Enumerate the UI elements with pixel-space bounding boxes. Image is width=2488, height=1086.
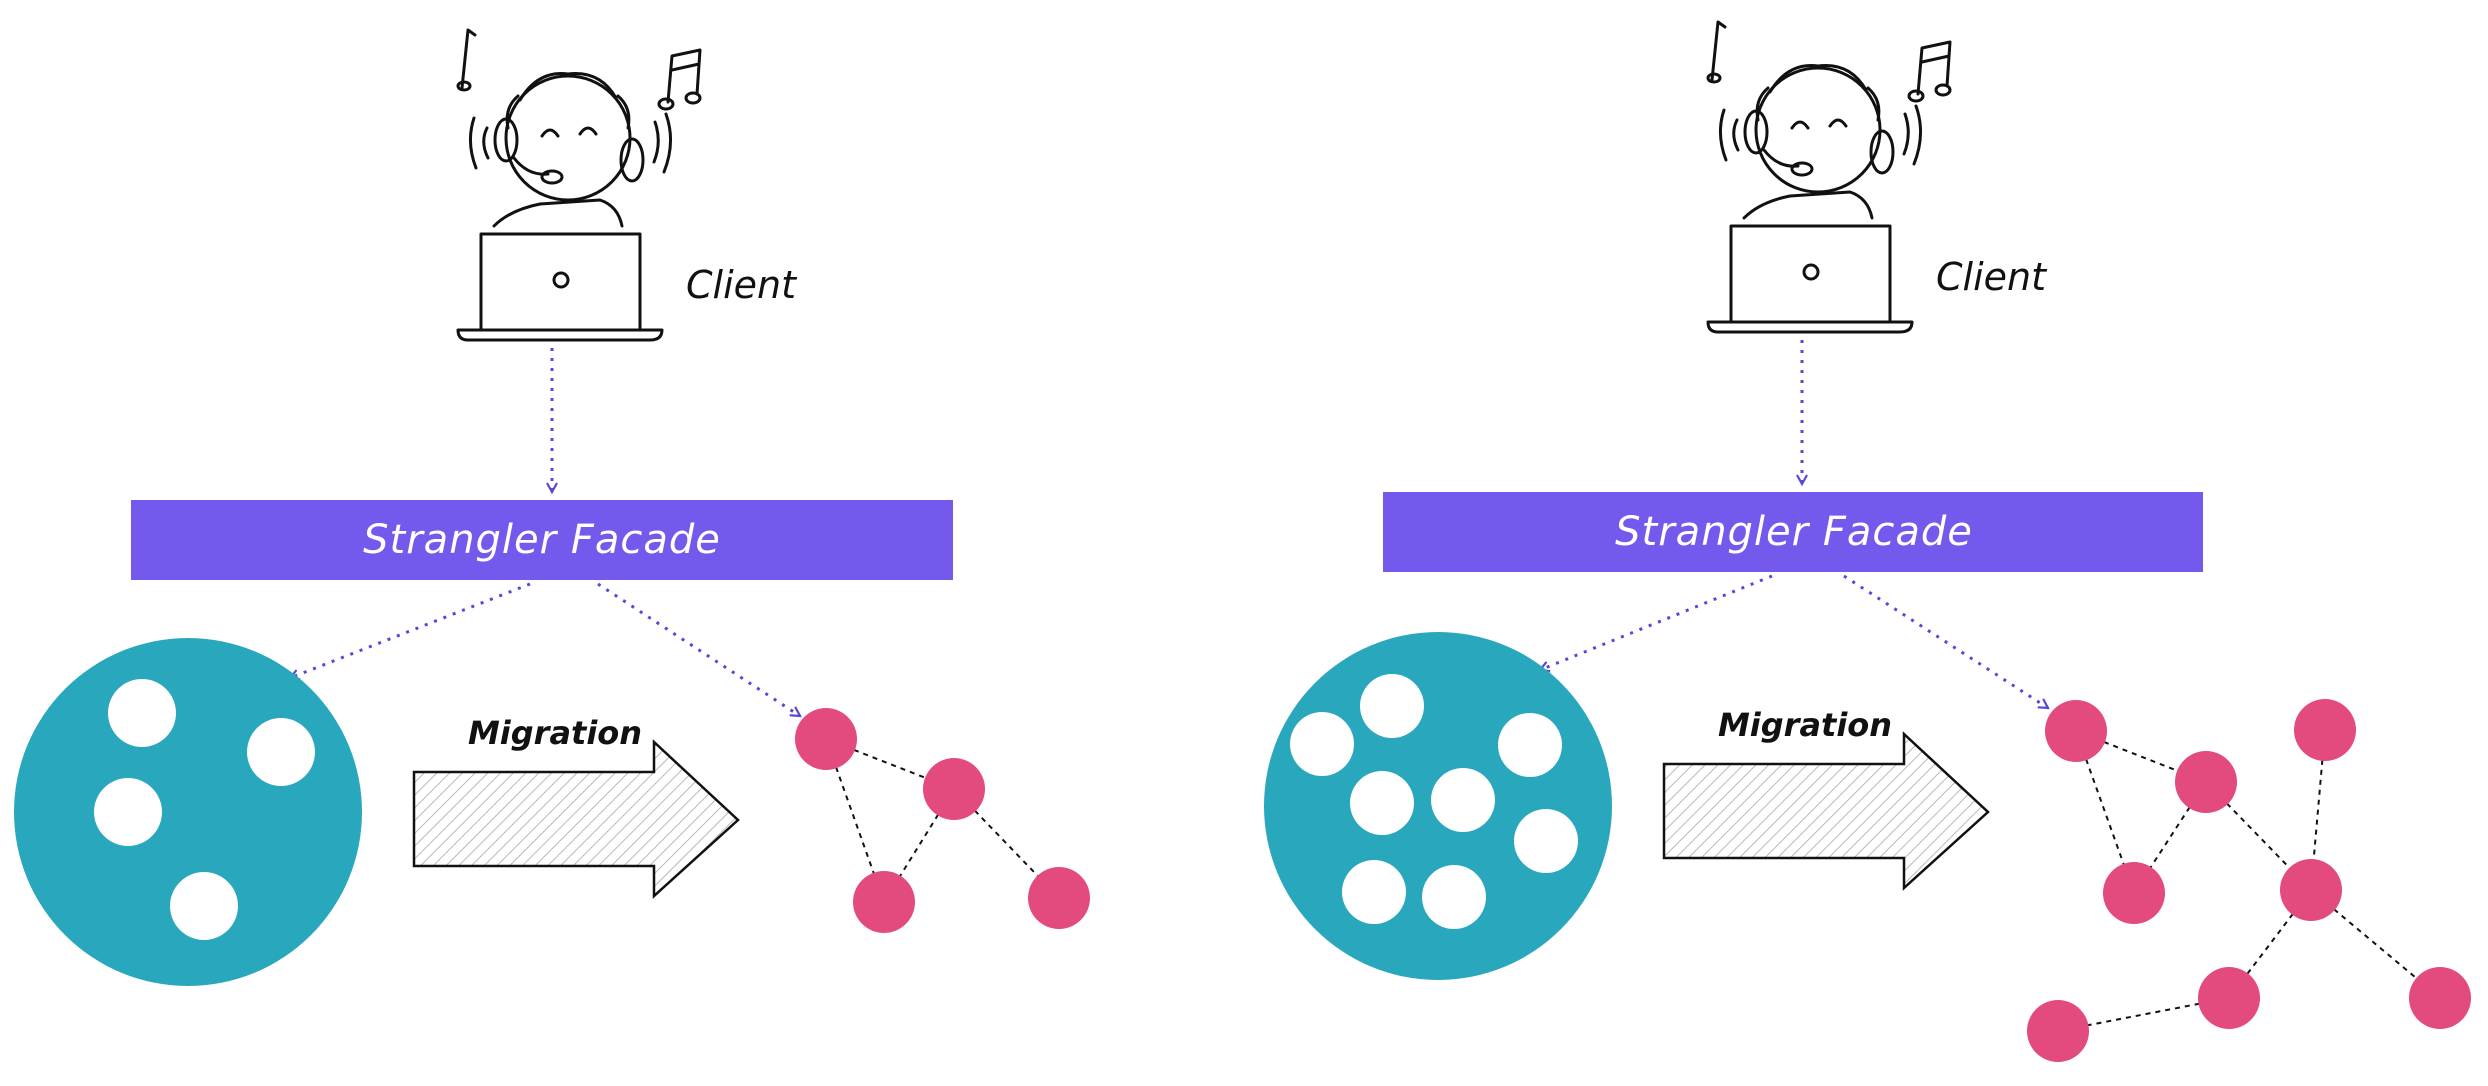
microservice-node	[2198, 967, 2260, 1029]
migration-arrow-icon: Migration	[412, 714, 740, 899]
monolith-module	[170, 872, 238, 940]
microservice-node	[1028, 867, 1090, 929]
microservice-node	[853, 871, 915, 933]
monolith-module	[1431, 768, 1495, 832]
person-with-headphones-icon	[1706, 20, 1952, 220]
monolith	[14, 638, 362, 986]
client-label: Client	[1936, 255, 2048, 299]
microservice-node	[2280, 859, 2342, 921]
panel-right: Client Strangler Facade Migration	[1264, 20, 2471, 1062]
monolith	[1264, 632, 1612, 980]
facade-to-monolith-arrow	[290, 582, 531, 678]
monolith-module	[1360, 674, 1424, 738]
strangler-facade-bar: Strangler Facade	[131, 500, 953, 580]
microservice-node	[2294, 699, 2356, 761]
migration-arrow-icon: Migration	[1662, 706, 1990, 891]
microservice-node	[2409, 967, 2471, 1029]
monolith-module	[1342, 860, 1406, 924]
music-note-icon	[1706, 20, 1952, 103]
monolith-module	[247, 718, 315, 786]
laptop-icon	[1706, 224, 1914, 334]
migration-label: Migration	[468, 714, 642, 752]
microservice-node	[923, 758, 985, 820]
migration-label: Migration	[1718, 706, 1892, 744]
strangler-facade-bar: Strangler Facade	[1383, 492, 2203, 572]
person-with-headphones-icon	[456, 28, 702, 228]
microservices-graph	[2027, 699, 2471, 1062]
panel-left: Client Strangler Facade Migration	[14, 28, 1090, 986]
facade-label: Strangler Facade	[1615, 509, 1973, 555]
facade-to-microservices-arrow	[597, 582, 800, 718]
microservices-graph	[795, 708, 1090, 933]
monolith-module	[1514, 809, 1578, 873]
microservice-node	[2027, 1000, 2089, 1062]
microservice-node	[2045, 700, 2107, 762]
client-label: Client	[686, 263, 798, 307]
facade-label: Strangler Facade	[363, 517, 721, 563]
facade-to-microservices-arrow	[1843, 574, 2048, 710]
laptop-icon	[456, 232, 664, 342]
monolith-module	[1350, 771, 1414, 835]
monolith-module	[1290, 712, 1354, 776]
monolith-module	[108, 679, 176, 747]
facade-to-monolith-arrow	[1540, 574, 1773, 670]
monolith-module	[94, 778, 162, 846]
monolith-module	[1422, 865, 1486, 929]
microservice-node	[2103, 862, 2165, 924]
microservice-node	[795, 708, 857, 770]
microservice-node	[2175, 751, 2237, 813]
music-note-icon	[456, 28, 702, 111]
monolith-module	[1498, 713, 1562, 777]
